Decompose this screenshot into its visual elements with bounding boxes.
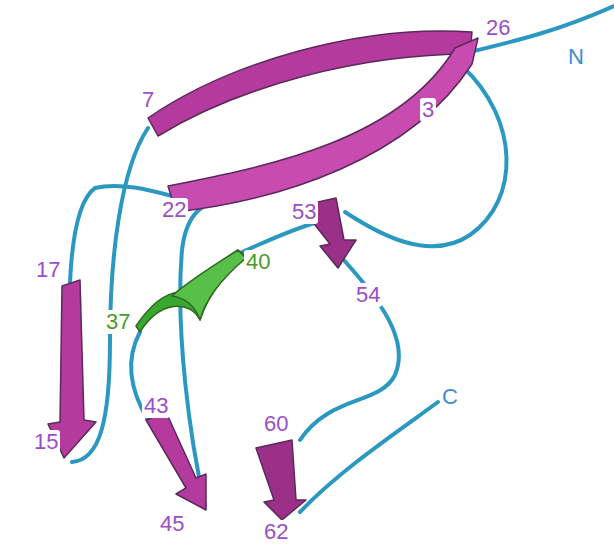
coil [470,6,614,52]
residue-number: 40 [244,250,272,274]
residue-number: 60 [262,412,290,436]
residue-number: 54 [354,283,382,307]
residue-number: 62 [262,520,290,544]
residue-number: 22 [160,198,188,222]
residue-number: 15 [32,430,60,454]
residue-number: 53 [290,200,318,224]
residue-number: 45 [158,512,186,536]
beta-strand [256,440,306,520]
residue-number: 37 [104,310,132,334]
coil [300,402,438,512]
residue-number: 3 [420,98,436,122]
alpha-helix [172,250,246,320]
beta-strand [146,412,206,510]
coil [180,195,240,505]
coil [242,222,318,252]
beta-strand [168,38,478,212]
residue-number: 17 [34,258,62,282]
coil [300,258,399,440]
residue-number: N [566,45,586,69]
residue-number: 7 [140,88,156,112]
alpha-helix [136,250,245,332]
beta-strand [148,31,472,136]
residue-number: C [440,385,460,409]
coil [70,186,172,282]
residue-number: 43 [142,394,170,418]
residue-number: 26 [484,16,512,40]
